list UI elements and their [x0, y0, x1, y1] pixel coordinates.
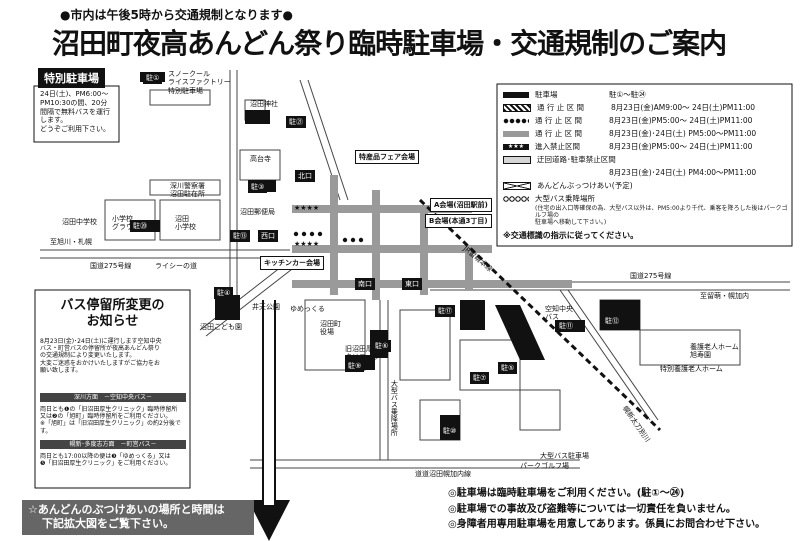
parking-badge: 駐⑫: [602, 315, 622, 327]
police-label: 深川警察署沼田駐在所: [170, 182, 205, 199]
park-road-label: 道道沼田幌加内線: [415, 470, 471, 478]
parking-badge: 駐⑨: [345, 360, 365, 372]
legend-row-detour-time: 8月23日(金)･24日(土) PM4:00～PM11:00: [609, 168, 757, 177]
arrow-note: ☆あんどんのぶつけあいの場所と時間は 下記拡大図をご覧下さい。: [22, 500, 254, 535]
kuukan-label: 空知中央バス: [545, 305, 573, 322]
parking-swatch: [503, 91, 529, 98]
kitchen-car-label: キッチンカー会場: [260, 256, 324, 270]
snow-cool-label: スノークールライスファクトリー特別駐車場: [168, 70, 231, 95]
parking-badge: 駐⑳: [130, 220, 150, 232]
elder-home-label: 養護老人ホーム旭寿園: [690, 343, 739, 360]
higashiguchi-badge: 東口: [402, 278, 422, 290]
parking-badge: 駐③: [248, 181, 268, 193]
svg-text:★★★★: ★★★★: [294, 204, 319, 212]
large-bus-area-label: 大型バス乗降場所: [390, 380, 399, 436]
bus-section1-title: 深川方面 －空知中央バス－: [40, 393, 186, 403]
fair-venue-label: 特産品フェア会場: [355, 150, 419, 164]
special-parking-text: 24日(土)、PM6:00～ PM10:30の間、20分 間隔で無料バスを運行 …: [40, 90, 110, 133]
parking-badge: 駐⑤: [498, 362, 518, 374]
post-office-label: 沼田郵便局: [240, 208, 275, 216]
footer-notes: ◎駐車場は臨時駐車場をご利用ください。(駐①～㉔) ◎駐車場での事故及び盗難等に…: [448, 488, 766, 530]
parking-badge: 駐⑦: [470, 372, 490, 384]
bus-section2-title: 幌新･多度志方面 －町営バス－: [40, 440, 186, 450]
parking-badge: 駐④: [214, 287, 234, 299]
parking-badge: 駐⑥: [372, 340, 392, 352]
numata-shrine-label: 沼田神社: [250, 100, 278, 108]
cross-swatch: [503, 181, 531, 190]
kousei-label: 旧沼田厚生クリニック: [345, 345, 380, 362]
parking-badge: 駐㉑: [286, 116, 306, 128]
special-parking-title: 特別駐車場: [38, 68, 105, 88]
parking-badge: 駐⑪: [556, 320, 576, 332]
sign-note: ※交通標識の指示に従ってください。: [503, 230, 639, 240]
to-rumoi-label: 至留萌・幌加内: [700, 292, 749, 300]
ikeda-label: 井天公園: [252, 303, 280, 311]
route275-east-label: 国道275号線: [630, 272, 672, 280]
kodomoen-label: 沼田こども園: [200, 323, 242, 331]
parking-badge: 駐⑬: [230, 230, 250, 242]
lycee-label: ライシーの道: [155, 262, 197, 270]
bus-parking-label: 大型バス駐車場: [540, 452, 589, 460]
park-golf-label: パークゴルフ場: [520, 462, 569, 470]
numata-jh-label: 沼田中学校: [62, 218, 97, 226]
kitaguchi-badge: 北口: [295, 170, 315, 182]
legend-row-bus: 大型バス乗降場所: [503, 192, 788, 205]
detour-swatch: [503, 155, 531, 164]
venue-b-label: B会場(本通3丁目): [425, 214, 492, 228]
hatched-swatch: [503, 103, 531, 112]
venue-a-label: A会場(沼田駅前): [430, 198, 492, 212]
legend-row-parking: 駐車場駐①～駐㉔: [503, 88, 788, 101]
bus-section1-body: 両日とも❶の「旧沼田厚生クリニック」臨時停留所 又は❷の「旭町」臨時停留所をご利…: [40, 406, 181, 435]
gray-swatch: [503, 130, 529, 137]
legend-row-butsukeai: あんどんぶっつけあい(予定): [503, 179, 788, 192]
svg-text:★★★★: ★★★★: [294, 240, 319, 248]
route275-label: 国道275号線: [90, 262, 132, 270]
page-title: 沼田町夜高あんどん祭り臨時駐車場・交通規制のご案内: [52, 27, 727, 60]
star-swatch: ★★★: [503, 143, 529, 150]
numata-es-label: 沼田小学校: [175, 215, 196, 232]
ashibetsu-label: 至旭川・札幌: [50, 238, 92, 246]
town-hall-label: 沼田町役場: [320, 320, 341, 337]
elem-ground-label: 小学校グラウンド: [112, 215, 147, 231]
bus-notice-body: 8月23日(金)･24日(土)に運行します空知中央 バス・町営バスの停留所が夜高…: [40, 338, 162, 374]
dot-swatch: [503, 117, 529, 124]
bus-swatch: [503, 195, 529, 202]
yumekkuru-label: ゆめっくる: [290, 305, 325, 313]
bus-section2-body: 両日とも17:00以降の便は❸「ゆめっくる」又は ❺「旧沼田厚生クリニック」をご…: [40, 453, 172, 468]
parking-badge: 駐①: [143, 72, 163, 84]
legend-row-detour: 迂回道路･駐車禁止区間: [503, 153, 788, 166]
minamiguchi-badge: 南口: [355, 278, 375, 290]
high-school-label: 高台寺: [250, 155, 271, 163]
bus-note: (住宅の出入口等確保の為、大型バス以外は、PM5:00より千代、乗客を降ろした後…: [535, 205, 788, 227]
special-elder-label: 特別養護老人ホーム: [660, 365, 723, 373]
bus-notice-title: バス停留所変更の お知らせ: [60, 298, 165, 329]
parking-badge: 駐⑩: [440, 425, 460, 437]
header-notice: ●市内は午後5時から交通規制となります●: [60, 8, 293, 22]
nishiguchi-badge: 西口: [258, 230, 278, 242]
parking-badge: 駐⑰: [435, 305, 455, 317]
